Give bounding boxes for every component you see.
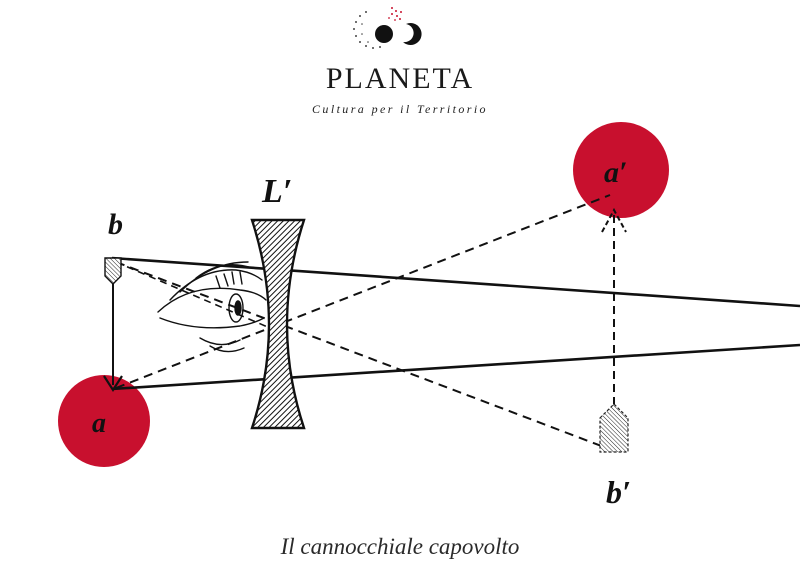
- image-arrow-head: [601, 207, 627, 233]
- dashed-ray-b-to-b-prime: [115, 261, 613, 451]
- image-bottom-label: b′: [606, 474, 631, 510]
- diagram-caption: Il cannocchiale capovolto: [280, 534, 520, 559]
- object-top-label: b: [108, 208, 123, 241]
- image-arrow-feather: [599, 403, 629, 453]
- image-top-red-circle: [573, 122, 669, 218]
- planeta-logo-icon: [353, 7, 422, 49]
- brand-tagline: Cultura per il Territorio: [312, 102, 488, 116]
- lens-label: L′: [261, 173, 292, 210]
- object-bottom-label: a: [92, 408, 106, 439]
- object-arrow-feather: [104, 257, 122, 285]
- dashed-ray-a-to-a-prime: [115, 194, 611, 389]
- brand-name: PLANETA: [325, 62, 475, 95]
- eye-icon: [157, 261, 267, 353]
- solid-ray-top: [111, 256, 800, 308]
- object-bottom-red-circle: [58, 375, 150, 467]
- object-arrow-head: [103, 375, 123, 393]
- dashed-ray-b-cross: [115, 261, 271, 329]
- concave-lens-shape: [250, 218, 306, 430]
- solid-ray-bottom: [111, 343, 800, 391]
- image-top-label: a′: [604, 156, 627, 189]
